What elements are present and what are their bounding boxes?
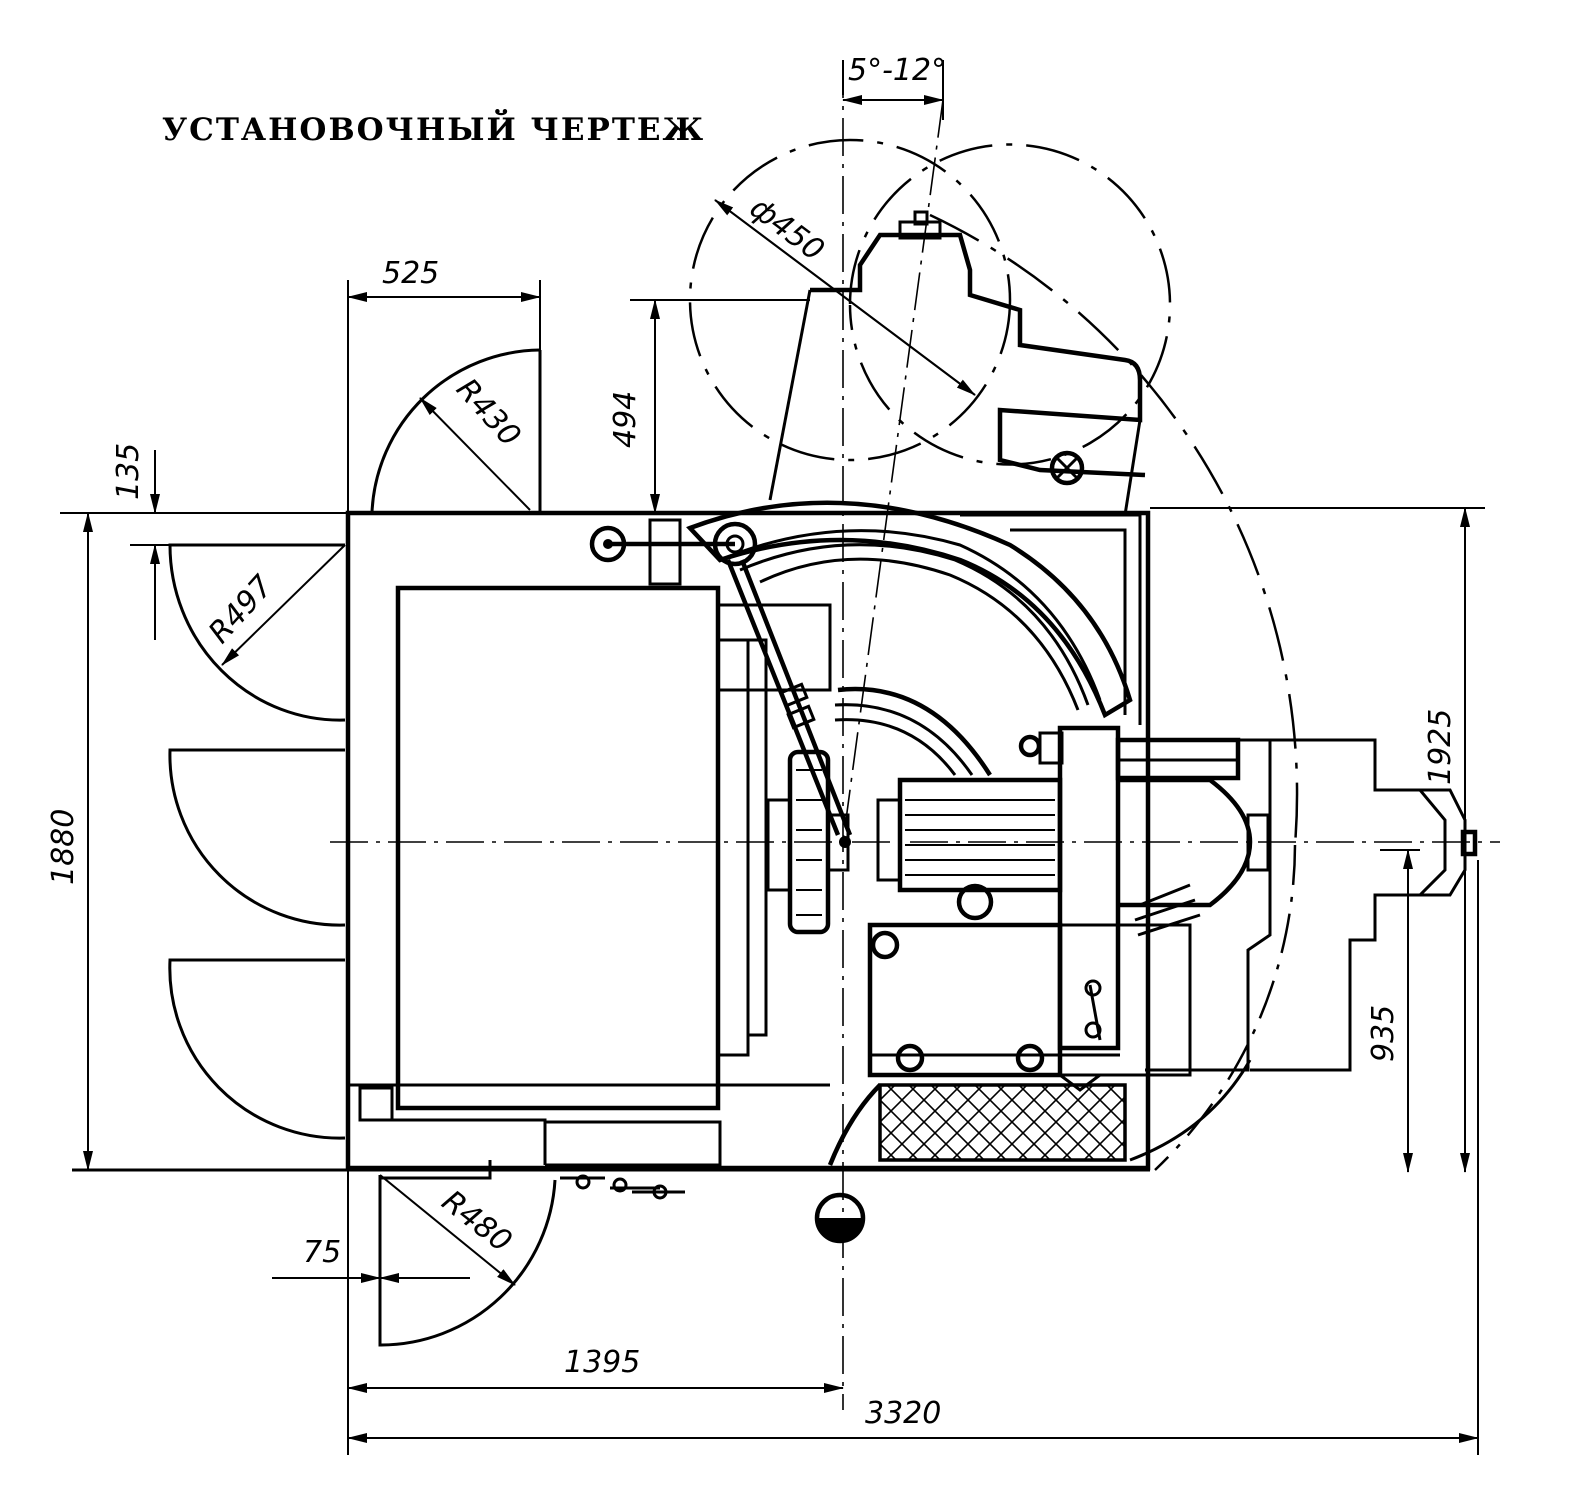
lower-housing: [867, 883, 1192, 1092]
swing-circle: [688, 138, 1012, 462]
dim-935: 935: [1366, 1005, 1401, 1062]
door-swing-arcs: [168, 348, 557, 1347]
dim-r430: R430: [449, 372, 527, 453]
dim-75: 75: [303, 1235, 341, 1270]
wheel-head: [876, 725, 1272, 1072]
dim-494: 494: [608, 391, 643, 448]
outer-envelope-arc: [929, 213, 1299, 846]
upper-head: [768, 210, 1146, 516]
right-tip: [1460, 829, 1478, 857]
dim-1395: 1395: [564, 1345, 640, 1380]
ground-symbol: [814, 1192, 866, 1244]
base-chamfer: [827, 1083, 882, 1166]
dim-r497: R497: [202, 569, 280, 650]
wheel-guard-sector: [686, 500, 1142, 777]
drawing-title: УСТАНОВОЧНЫЙ ЧЕРТЕЖ: [162, 108, 705, 148]
dim-1925: 1925: [1423, 709, 1458, 785]
dim-525: 525: [382, 256, 439, 291]
linkage: [589, 518, 853, 848]
outer-envelope-arc-low: [1154, 844, 1297, 1171]
right-profile: [1250, 738, 1447, 1072]
dimension-lines: [60, 60, 1485, 1455]
work-table: [395, 585, 832, 1111]
dim-r480: R480: [435, 1184, 518, 1260]
dim-1880: 1880: [46, 809, 81, 885]
bottom-fittings: [560, 1174, 685, 1200]
swing-circle-d450: [848, 143, 1172, 466]
dim-angle: 5°-12°: [848, 53, 946, 88]
lower-contour: [1129, 1059, 1252, 1162]
dim-135: 135: [111, 443, 146, 500]
dim-diameter-450: ф450: [743, 190, 830, 268]
hatched-base: [878, 1083, 1127, 1162]
dim-3320: 3320: [865, 1396, 941, 1431]
